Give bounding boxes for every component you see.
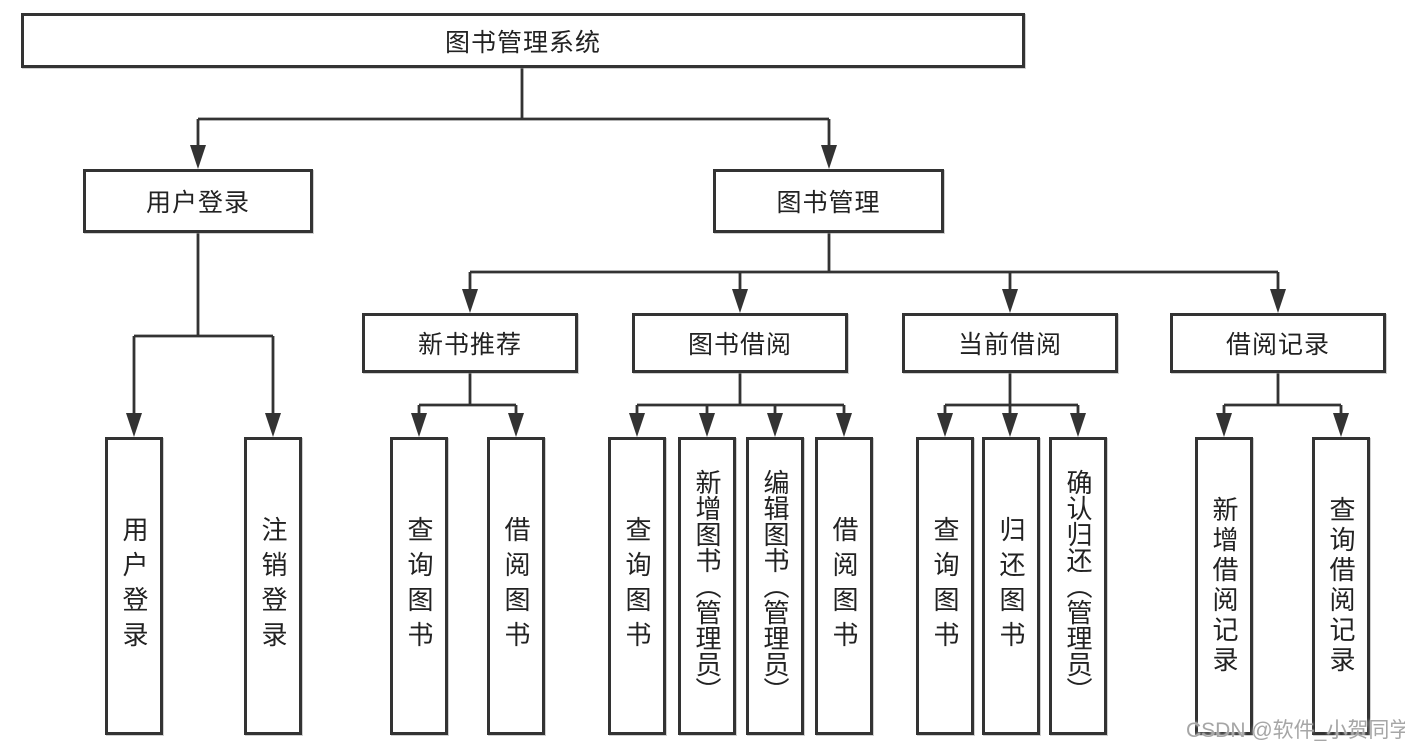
node-new-book-recommend-label: 新书推荐 — [417, 331, 522, 359]
leaf-new-rec-borrow-books: 借阅图书 — [487, 437, 545, 735]
leaf-current-return-books: 归还图书 — [982, 437, 1040, 735]
node-new-book-recommend: 新书推荐 — [362, 313, 578, 373]
leaf-borrow-borrow-books: 借阅图书 — [815, 437, 873, 735]
node-book-borrow: 图书借阅 — [632, 313, 848, 373]
arrowheads — [126, 145, 1349, 437]
leaf-logout-label: 注销登录 — [258, 516, 288, 656]
leaf-borrow-query-books-label: 查询图书 — [622, 516, 652, 656]
node-borrow-records-label: 借阅记录 — [1225, 331, 1330, 359]
leaf-current-confirm-return-admin-label: 确认归还（管理员） — [1063, 469, 1093, 703]
leaf-records-query-record-label: 查询借阅记录 — [1326, 496, 1356, 676]
node-user-login-label: 用户登录 — [145, 189, 250, 217]
leaf-borrow-edit-books-admin: 编辑图书（管理员） — [746, 437, 804, 735]
node-root: 图书管理系统 — [21, 13, 1025, 68]
leaf-borrow-edit-books-admin-label: 编辑图书（管理员） — [760, 469, 790, 703]
leaf-records-add-record: 新增借阅记录 — [1195, 437, 1253, 735]
leaf-records-query-record: 查询借阅记录 — [1312, 437, 1370, 735]
leaf-current-query-books-label: 查询图书 — [930, 516, 960, 656]
csdn-watermark: CSDN @软件_小贺同学 — [1186, 719, 1405, 742]
leaf-user-login-label: 用户登录 — [119, 516, 149, 656]
node-current-borrow-label: 当前借阅 — [957, 331, 1062, 359]
node-book-borrow-label: 图书借阅 — [687, 331, 792, 359]
leaf-new-rec-query-books: 查询图书 — [390, 437, 448, 735]
node-borrow-records: 借阅记录 — [1170, 313, 1386, 373]
leaf-borrow-add-books-admin: 新增图书（管理员） — [678, 437, 736, 735]
leaf-borrow-add-books-admin-label: 新增图书（管理员） — [692, 469, 722, 703]
leaf-current-query-books: 查询图书 — [916, 437, 974, 735]
leaf-records-add-record-label: 新增借阅记录 — [1209, 496, 1239, 676]
leaf-current-confirm-return-admin: 确认归还（管理员） — [1049, 437, 1107, 735]
node-root-label: 图书管理系统 — [444, 28, 601, 57]
leaf-new-rec-borrow-books-label: 借阅图书 — [501, 516, 531, 656]
leaf-borrow-query-books: 查询图书 — [608, 437, 666, 735]
leaf-borrow-borrow-books-label: 借阅图书 — [829, 516, 859, 656]
leaf-user-login: 用户登录 — [105, 437, 163, 735]
leaf-new-rec-query-books-label: 查询图书 — [404, 516, 434, 656]
leaf-current-return-books-label: 归还图书 — [996, 516, 1026, 656]
node-book-mgmt-label: 图书管理 — [776, 189, 881, 217]
node-user-login: 用户登录 — [83, 169, 313, 233]
node-book-mgmt: 图书管理 — [713, 169, 944, 233]
leaf-logout: 注销登录 — [244, 437, 302, 735]
node-current-borrow: 当前借阅 — [902, 313, 1118, 373]
